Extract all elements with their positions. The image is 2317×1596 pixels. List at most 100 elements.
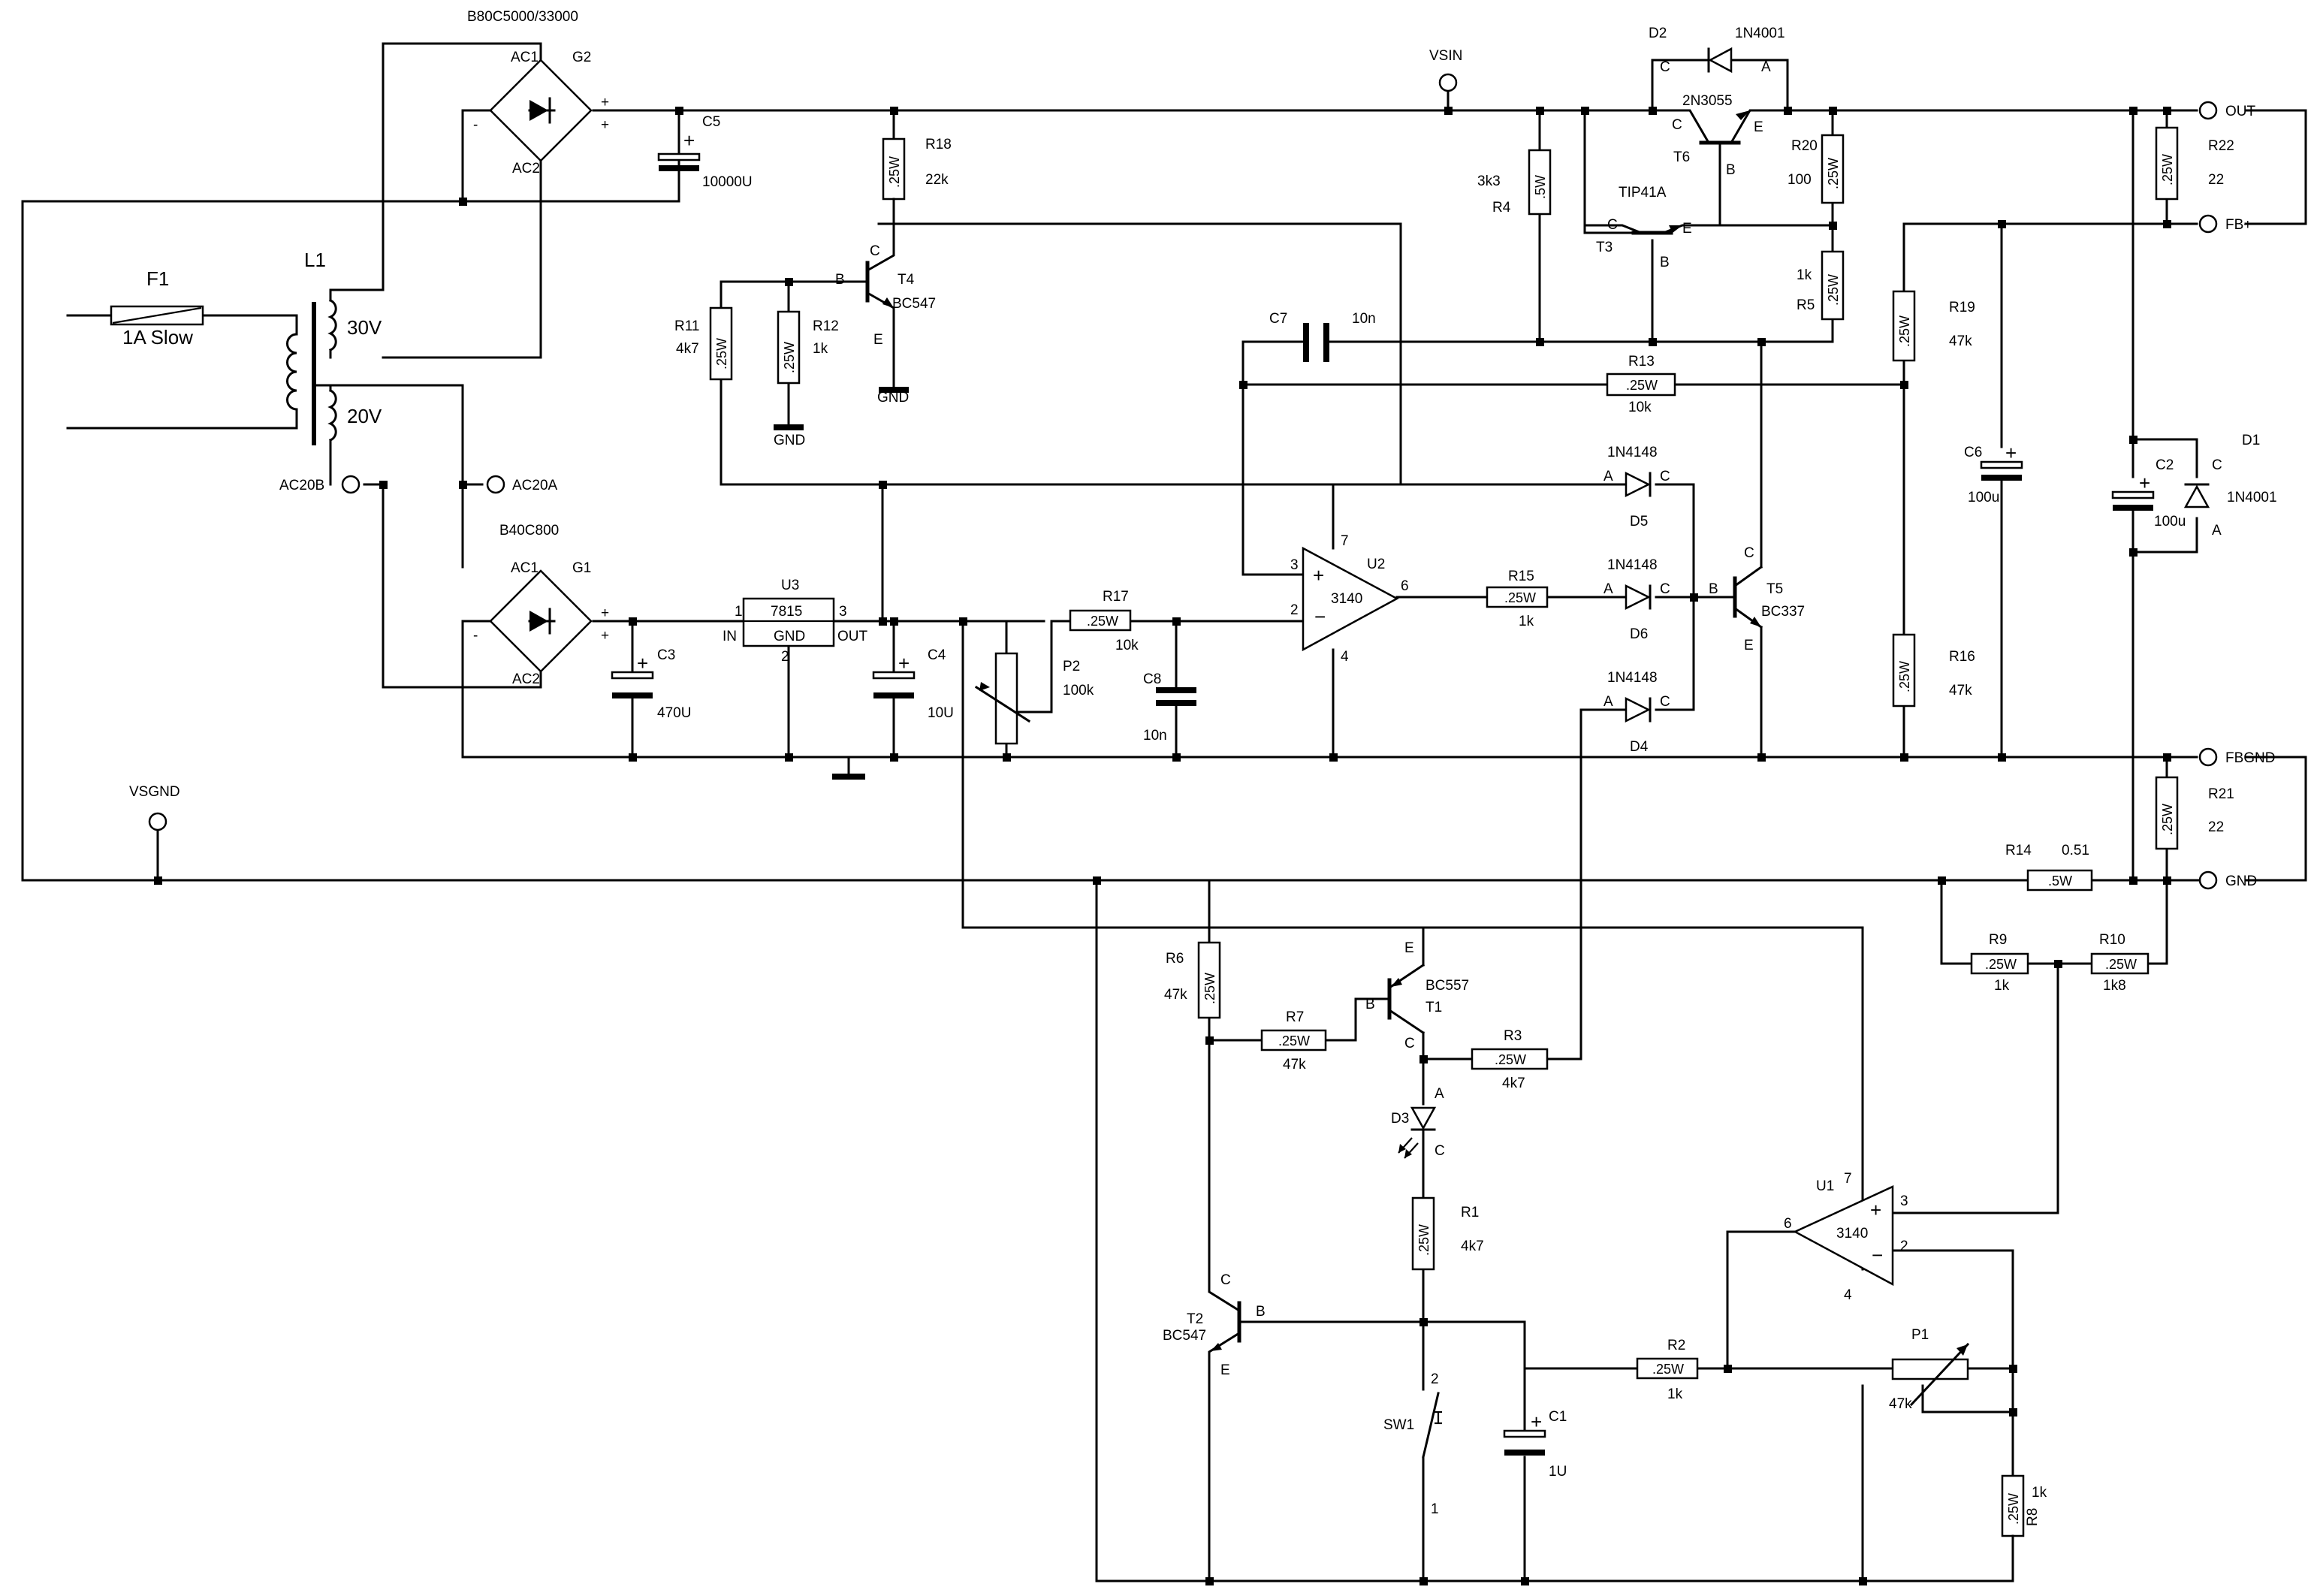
gnd-label-t4: GND [877, 390, 909, 406]
r4-rating: .5W [1533, 175, 1548, 199]
fuse-rating: 1A Slow [122, 326, 193, 348]
transistor-t2: B C E T2 BC547 [1163, 1272, 1266, 1378]
r15-rating: .25W [1504, 590, 1536, 605]
resistor-r6: .25W R6 47k [1164, 941, 1221, 1019]
r7-ref: R7 [1286, 1009, 1304, 1025]
d6-ref: D6 [1630, 626, 1648, 642]
t6-b: B [1726, 162, 1736, 178]
r2-value: 1k [1667, 1386, 1683, 1402]
resistor-r10: .25W R10 1k8 [2090, 932, 2150, 994]
c2-value: 100u [2154, 514, 2186, 529]
resistor-r11: .25W R11 4k7 [674, 306, 733, 381]
r10-ref: R10 [2099, 932, 2125, 948]
d2-c: C [1660, 59, 1670, 75]
g1-ac1: AC1 [511, 560, 539, 576]
terminal-ac20a-label: AC20A [512, 478, 558, 493]
r1-value: 4k7 [1461, 1238, 1484, 1254]
g2-plus1: + [601, 95, 609, 110]
t1-e: E [1404, 940, 1414, 956]
r18-rating: .25W [887, 156, 902, 188]
d6-c: C [1660, 581, 1670, 597]
u1-pin6: 6 [1784, 1216, 1792, 1232]
terminal-gnd-label: GND [2225, 873, 2257, 889]
p2-value: 100k [1063, 683, 1094, 698]
resistor-r13: .25W R13 10k [1606, 354, 1676, 415]
capacitor-c2: + C2 100u [2111, 457, 2186, 529]
regulator-u3: U3 7815 GND IN OUT 1 2 3 [723, 578, 868, 665]
u3-pin1: 1 [735, 604, 743, 620]
r15-ref: R15 [1508, 569, 1534, 584]
c6-plus: + [2005, 442, 2017, 464]
g1-ac2: AC2 [512, 671, 540, 687]
c6-value: 100u [1968, 490, 1999, 505]
terminal-ac20a [486, 475, 505, 494]
t5-c: C [1744, 545, 1754, 561]
p1-ref: P1 [1911, 1327, 1929, 1343]
d4-a: A [1603, 694, 1613, 710]
capacitor-c3: + C3 470U [611, 647, 691, 721]
g2-minus: - [473, 117, 478, 133]
r14-ref: R14 [2005, 843, 2032, 858]
r9-rating: .25W [1985, 957, 2017, 972]
d3-c: C [1435, 1143, 1445, 1159]
u1-part: 3140 [1836, 1226, 1868, 1242]
r22-ref: R22 [2208, 138, 2234, 154]
t4-b: B [835, 272, 845, 288]
capacitor-c7: C7 10n [1269, 311, 1376, 362]
c4-plus: + [898, 652, 910, 674]
r18-value: 22k [925, 172, 949, 188]
t1-ref: T1 [1425, 1000, 1442, 1015]
g2-part: B80C5000/33000 [467, 9, 578, 25]
d2-ref: D2 [1649, 26, 1667, 41]
c2-ref: C2 [2156, 457, 2174, 473]
r19-value: 47k [1949, 333, 1972, 349]
u2-pin4: 4 [1341, 649, 1349, 665]
c5-plus: + [683, 129, 695, 152]
terminal-vsgnd [148, 812, 167, 831]
u1-pin2: 2 [1900, 1238, 1908, 1254]
capacitor-c6: + C6 100u [1964, 442, 2023, 505]
terminal-vsgnd-label: VSGND [129, 784, 180, 800]
g2-ac1: AC1 [511, 50, 539, 65]
capacitor-c4: + C4 10U [872, 647, 954, 721]
g2-ac2: AC2 [512, 161, 540, 176]
r13-rating: .25W [1626, 378, 1658, 393]
terminal-ac20b [341, 475, 361, 494]
t2-part: BC547 [1163, 1328, 1206, 1344]
terminal-gnd [2198, 870, 2218, 890]
d4-c: C [1660, 694, 1670, 710]
t2-e: E [1220, 1362, 1230, 1378]
c5-value: 10000U [702, 174, 753, 190]
c7-ref: C7 [1269, 311, 1287, 327]
fuse-f1: F1 1A Slow [110, 267, 204, 348]
terminal-fbplus [2198, 214, 2218, 234]
resistor-r15: .25W R15 1k [1486, 569, 1549, 629]
u3-ref: U3 [781, 578, 799, 593]
t3-b: B [1660, 255, 1670, 270]
u1-pin7: 7 [1844, 1171, 1852, 1187]
g1-minus: - [473, 628, 478, 644]
g1-ref: G1 [572, 560, 591, 576]
d1-ref: D1 [2242, 433, 2260, 448]
transistor-t4: B C E T4 BC547 [835, 198, 936, 393]
resistor-r8: .25W R8 1k [2001, 1474, 2047, 1582]
pot-p2: P2 100k [974, 652, 1094, 745]
c3-ref: C3 [657, 647, 675, 663]
r4-ref: R4 [1492, 200, 1511, 216]
u3-part: 7815 [771, 604, 802, 620]
bridge-g2: B80C5000/33000 AC1 G2 AC2 - + + [467, 9, 609, 176]
r18-ref: R18 [925, 137, 952, 152]
sw1-pin1: 1 [1431, 1501, 1439, 1517]
r19-rating: .25W [1897, 315, 1912, 347]
transistor-t6: 2N3055 C E B T6 [1662, 93, 1774, 178]
u1-ref: U1 [1816, 1178, 1834, 1194]
opamp-u1: + − 3140 U1 3 2 6 7 4 [1784, 1171, 1908, 1303]
terminal-out-label: OUT [2225, 104, 2256, 119]
resistor-r19: .25W R19 47k [1892, 290, 1975, 362]
r9-ref: R9 [1989, 932, 2007, 948]
u2-pin6: 6 [1401, 578, 1409, 594]
g1-plus1: + [601, 605, 609, 621]
u1-pin4: 4 [1844, 1287, 1852, 1303]
c1-ref: C1 [1549, 1409, 1567, 1425]
